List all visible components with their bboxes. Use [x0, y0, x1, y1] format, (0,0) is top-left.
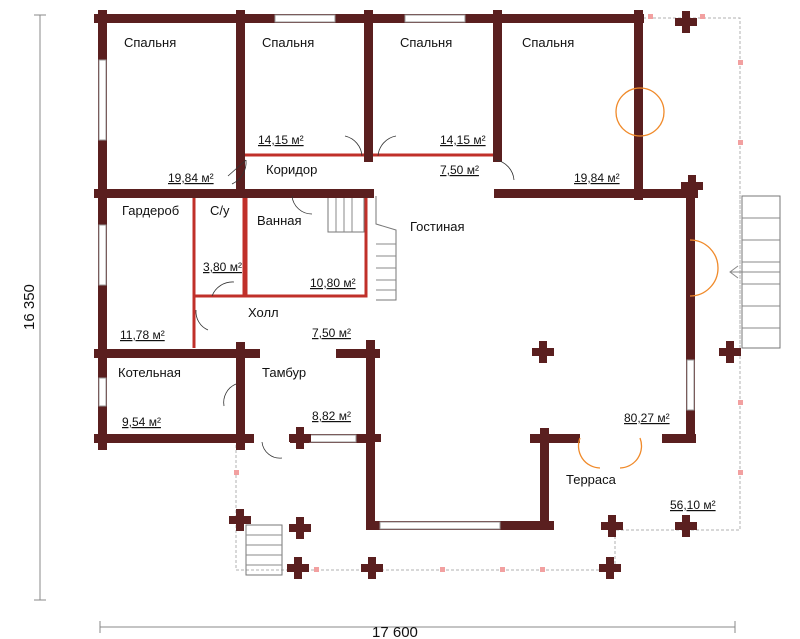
room-label-living: Гостиная: [410, 219, 465, 234]
area-living: 80,27 м²: [624, 411, 670, 425]
room-label-terrace: Терраса: [566, 472, 617, 487]
room-labels: Спальня Спальня Спальня Спальня Коридор …: [118, 35, 617, 487]
side-stairs: [729, 195, 781, 349]
area-wardrobe: 11,78 м²: [120, 328, 165, 342]
area-bedroom-1: 19,84 м²: [168, 171, 214, 185]
windows: [98, 14, 695, 530]
room-label-bathroom: Ванная: [257, 213, 302, 228]
room-label-vestibule: Тамбур: [262, 365, 306, 380]
area-bedroom-3: 14,15 м²: [440, 133, 486, 147]
area-bedroom-4: 19,84 м²: [574, 171, 620, 185]
width-dimension: 17 600: [372, 624, 418, 639]
room-label-toilet: С/у: [210, 203, 230, 218]
entry-stairs: [245, 524, 283, 576]
doors: [195, 87, 719, 469]
room-label-hall: Холл: [248, 305, 279, 320]
area-labels: 19,84 м² 14,15 м² 14,15 м² 19,84 м² 7,50…: [120, 133, 716, 512]
area-vestibule: 8,82 м²: [312, 409, 351, 423]
room-label-bedroom-1: Спальня: [124, 35, 176, 50]
room-label-corridor: Коридор: [266, 162, 317, 177]
area-bathroom: 10,80 м²: [310, 276, 356, 290]
area-terrace: 56,10 м²: [670, 498, 716, 512]
area-toilet: 3,80 м²: [203, 260, 242, 274]
posts: [229, 11, 741, 579]
area-hall: 7,50 м²: [312, 326, 351, 340]
room-label-bedroom-4: Спальня: [522, 35, 574, 50]
area-boiler: 9,54 м²: [122, 415, 161, 429]
terrace-outline: [235, 17, 741, 571]
joint-markers: [234, 14, 743, 572]
room-label-bedroom-2: Спальня: [262, 35, 314, 50]
interior-staircase: [327, 195, 397, 301]
area-bedroom-2: 14,15 м²: [258, 133, 304, 147]
room-label-bedroom-3: Спальня: [400, 35, 452, 50]
room-label-wardrobe: Гардероб: [122, 203, 179, 218]
height-dimension: 16 350: [21, 284, 38, 330]
area-corridor: 7,50 м²: [440, 163, 479, 177]
room-label-boiler: Котельная: [118, 365, 181, 380]
dimension-lines: [34, 14, 736, 633]
